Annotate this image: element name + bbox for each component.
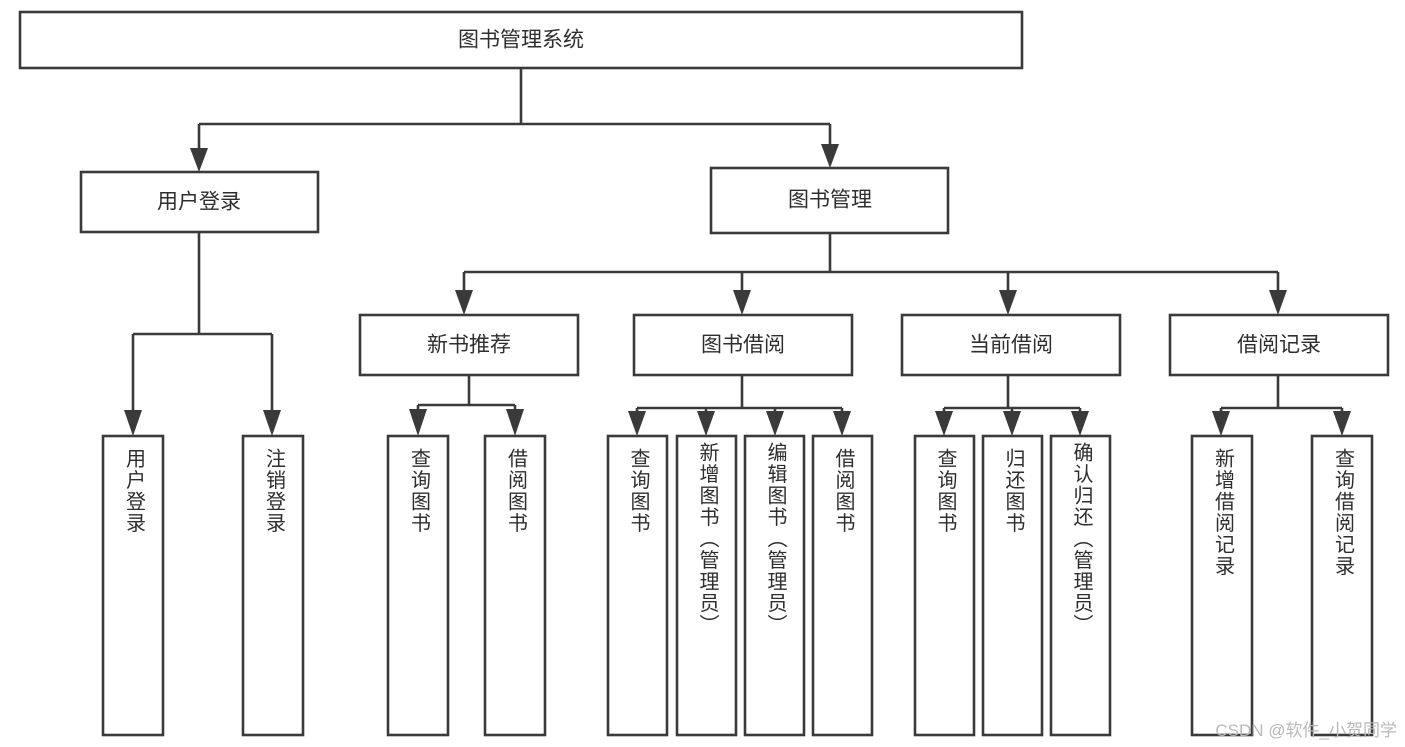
node-leaf-borrow-book-2-box[interactable]: [811, 434, 874, 737]
node-leaf-confirm-return-box[interactable]: [1049, 434, 1112, 737]
node-leaf-add-book-box[interactable]: [675, 434, 738, 737]
node-leaf-query-book-1-box[interactable]: [386, 434, 450, 737]
node-leaf-logout-box[interactable]: [241, 434, 305, 737]
node-new-book-recommend-box[interactable]: [358, 313, 580, 377]
node-leaf-query-record-box[interactable]: [1310, 434, 1374, 737]
arrow-leaf-user-login: [124, 410, 142, 436]
node-leaf-borrow-book-1-box[interactable]: [483, 434, 547, 737]
arrow-to-borrow-record: [1269, 290, 1287, 315]
node-borrow-record-box[interactable]: [1168, 313, 1390, 377]
arrow-to-book-borrow: [733, 290, 751, 315]
node-root-label: 图书管理系统: [458, 29, 584, 52]
nodes-group: 图书管理系统 用户登录 图书管理 新书推荐 图书借阅 当前借阅 借阅记录: [18, 10, 1390, 737]
node-leaf-return-book-box[interactable]: [981, 434, 1044, 737]
node-current-borrow-label: 当前借阅: [969, 334, 1053, 357]
arrow-to-user-login: [190, 148, 208, 172]
node-book-borrow-box[interactable]: [632, 313, 854, 377]
arrow-leaf-add-book: [697, 411, 715, 436]
arrow-leaf-query-book-3: [935, 411, 953, 436]
node-book-manage-label: 图书管理: [788, 189, 872, 212]
node-user-login-box[interactable]: [79, 170, 320, 234]
node-user-login-label: 用户登录: [157, 191, 241, 214]
arrow-leaf-edit-book: [766, 411, 784, 436]
arrow-leaf-borrow-book-1: [506, 409, 524, 436]
arrow-leaf-query-book-1: [409, 409, 427, 436]
arrow-leaf-query-book-2: [628, 411, 646, 436]
arrow-to-book-manage: [821, 144, 839, 168]
node-root-box[interactable]: [18, 10, 1024, 70]
node-current-borrow-box[interactable]: [900, 313, 1122, 377]
node-borrow-record-label: 借阅记录: [1237, 334, 1321, 357]
node-leaf-query-book-3-box[interactable]: [913, 434, 976, 737]
arrow-leaf-confirm-return: [1071, 411, 1089, 436]
arrow-to-new-book: [455, 290, 473, 315]
arrow-leaf-return-book: [1003, 411, 1021, 436]
arrow-leaf-add-record: [1212, 411, 1230, 436]
arrow-to-current-borrow: [999, 290, 1017, 315]
node-book-manage-box[interactable]: [709, 166, 950, 235]
arrow-leaf-borrow-book-2: [833, 411, 851, 436]
node-new-book-recommend-label: 新书推荐: [427, 334, 511, 357]
node-leaf-query-book-2-box[interactable]: [606, 434, 669, 737]
node-leaf-edit-book-box[interactable]: [743, 434, 806, 737]
node-book-borrow-label: 图书借阅: [701, 334, 785, 357]
node-leaf-add-record-box[interactable]: [1190, 434, 1254, 737]
arrow-leaf-logout: [263, 410, 281, 436]
arrow-leaf-query-record: [1333, 411, 1351, 436]
node-leaf-user-login-box[interactable]: [101, 434, 165, 737]
edges-group: [124, 68, 1351, 436]
